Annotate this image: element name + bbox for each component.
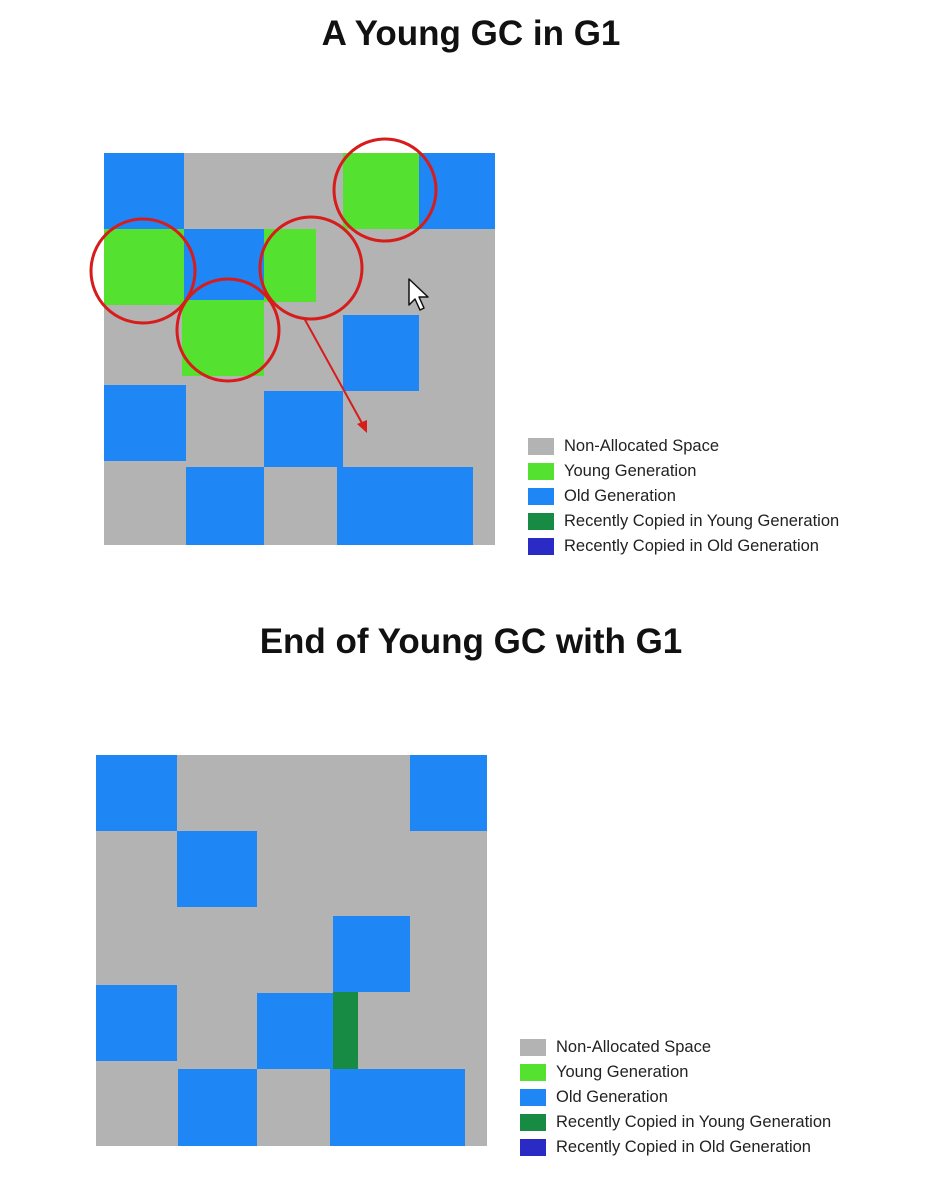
old-region	[330, 1069, 465, 1146]
legend-swatch-young	[528, 463, 554, 480]
legend-item: Old Generation	[520, 1085, 831, 1110]
old-region	[178, 1069, 257, 1146]
legend-swatch-old	[528, 488, 554, 505]
old-region	[419, 153, 495, 229]
old-region	[186, 467, 264, 545]
arrow-head	[357, 420, 367, 433]
legend-label: Recently Copied in Old Generation	[556, 1138, 811, 1156]
legend-swatch-recent-old	[528, 538, 554, 555]
legend-label: Recently Copied in Old Generation	[564, 537, 819, 555]
legend-after: Non-Allocated Space Young Generation Old…	[520, 1035, 831, 1160]
old-region	[337, 467, 473, 545]
legend-item: Non-Allocated Space	[528, 434, 839, 459]
legend-label: Non-Allocated Space	[564, 437, 720, 455]
legend-swatch-non-allocated	[528, 438, 554, 455]
copy-arrow	[303, 317, 367, 433]
heap-grid-after	[96, 755, 487, 1146]
young-region	[104, 229, 184, 305]
mouse-cursor-icon	[408, 278, 429, 311]
legend-label: Recently Copied in Young Generation	[556, 1113, 832, 1131]
legend-label: Recently Copied in Young Generation	[564, 512, 840, 530]
top-diagram-title: A Young GC in G1	[321, 14, 621, 53]
legend-label: Young Generation	[564, 462, 697, 480]
arrow-shaft	[303, 317, 364, 426]
old-region	[104, 385, 186, 461]
legend-item: Young Generation	[520, 1060, 831, 1085]
highlight-circle	[258, 215, 364, 321]
legend-swatch-recent-young	[520, 1114, 546, 1131]
young-region	[182, 300, 264, 376]
legend-label: Young Generation	[556, 1063, 689, 1081]
legend-label: Old Generation	[564, 487, 676, 505]
legend-item: Young Generation	[528, 459, 839, 484]
old-region	[96, 755, 177, 831]
highlight-circle	[89, 217, 197, 325]
old-region	[333, 916, 410, 992]
legend-swatch-recent-old	[520, 1139, 546, 1156]
legend-item: Recently Copied in Young Generation	[520, 1110, 831, 1135]
old-region	[343, 315, 419, 391]
legend-swatch-recent-young	[528, 513, 554, 530]
legend-item: Recently Copied in Young Generation	[528, 509, 839, 534]
highlight-circle	[175, 277, 281, 383]
legend-item: Recently Copied in Old Generation	[520, 1135, 831, 1160]
legend-label: Non-Allocated Space	[556, 1038, 712, 1056]
legend-label: Old Generation	[556, 1088, 668, 1106]
old-region	[104, 153, 184, 229]
legend-item: Old Generation	[528, 484, 839, 509]
old-region	[96, 985, 177, 1061]
old-region	[264, 391, 343, 467]
young-region	[264, 229, 316, 302]
young-region-highlights	[89, 137, 438, 383]
legend-item: Recently Copied in Old Generation	[528, 534, 839, 559]
legend-swatch-young	[520, 1064, 546, 1081]
old-region	[177, 831, 257, 907]
recently-copied-young-region	[333, 992, 358, 1069]
highlight-circle	[332, 137, 438, 243]
heap-grid-before	[104, 153, 495, 545]
young-region	[343, 153, 419, 229]
bottom-diagram-title: End of Young GC with G1	[259, 622, 683, 661]
legend-swatch-non-allocated	[520, 1039, 546, 1056]
legend-item: Non-Allocated Space	[520, 1035, 831, 1060]
legend-before: Non-Allocated Space Young Generation Old…	[528, 434, 839, 559]
old-region	[257, 993, 333, 1069]
old-region	[410, 755, 487, 831]
legend-swatch-old	[520, 1089, 546, 1106]
